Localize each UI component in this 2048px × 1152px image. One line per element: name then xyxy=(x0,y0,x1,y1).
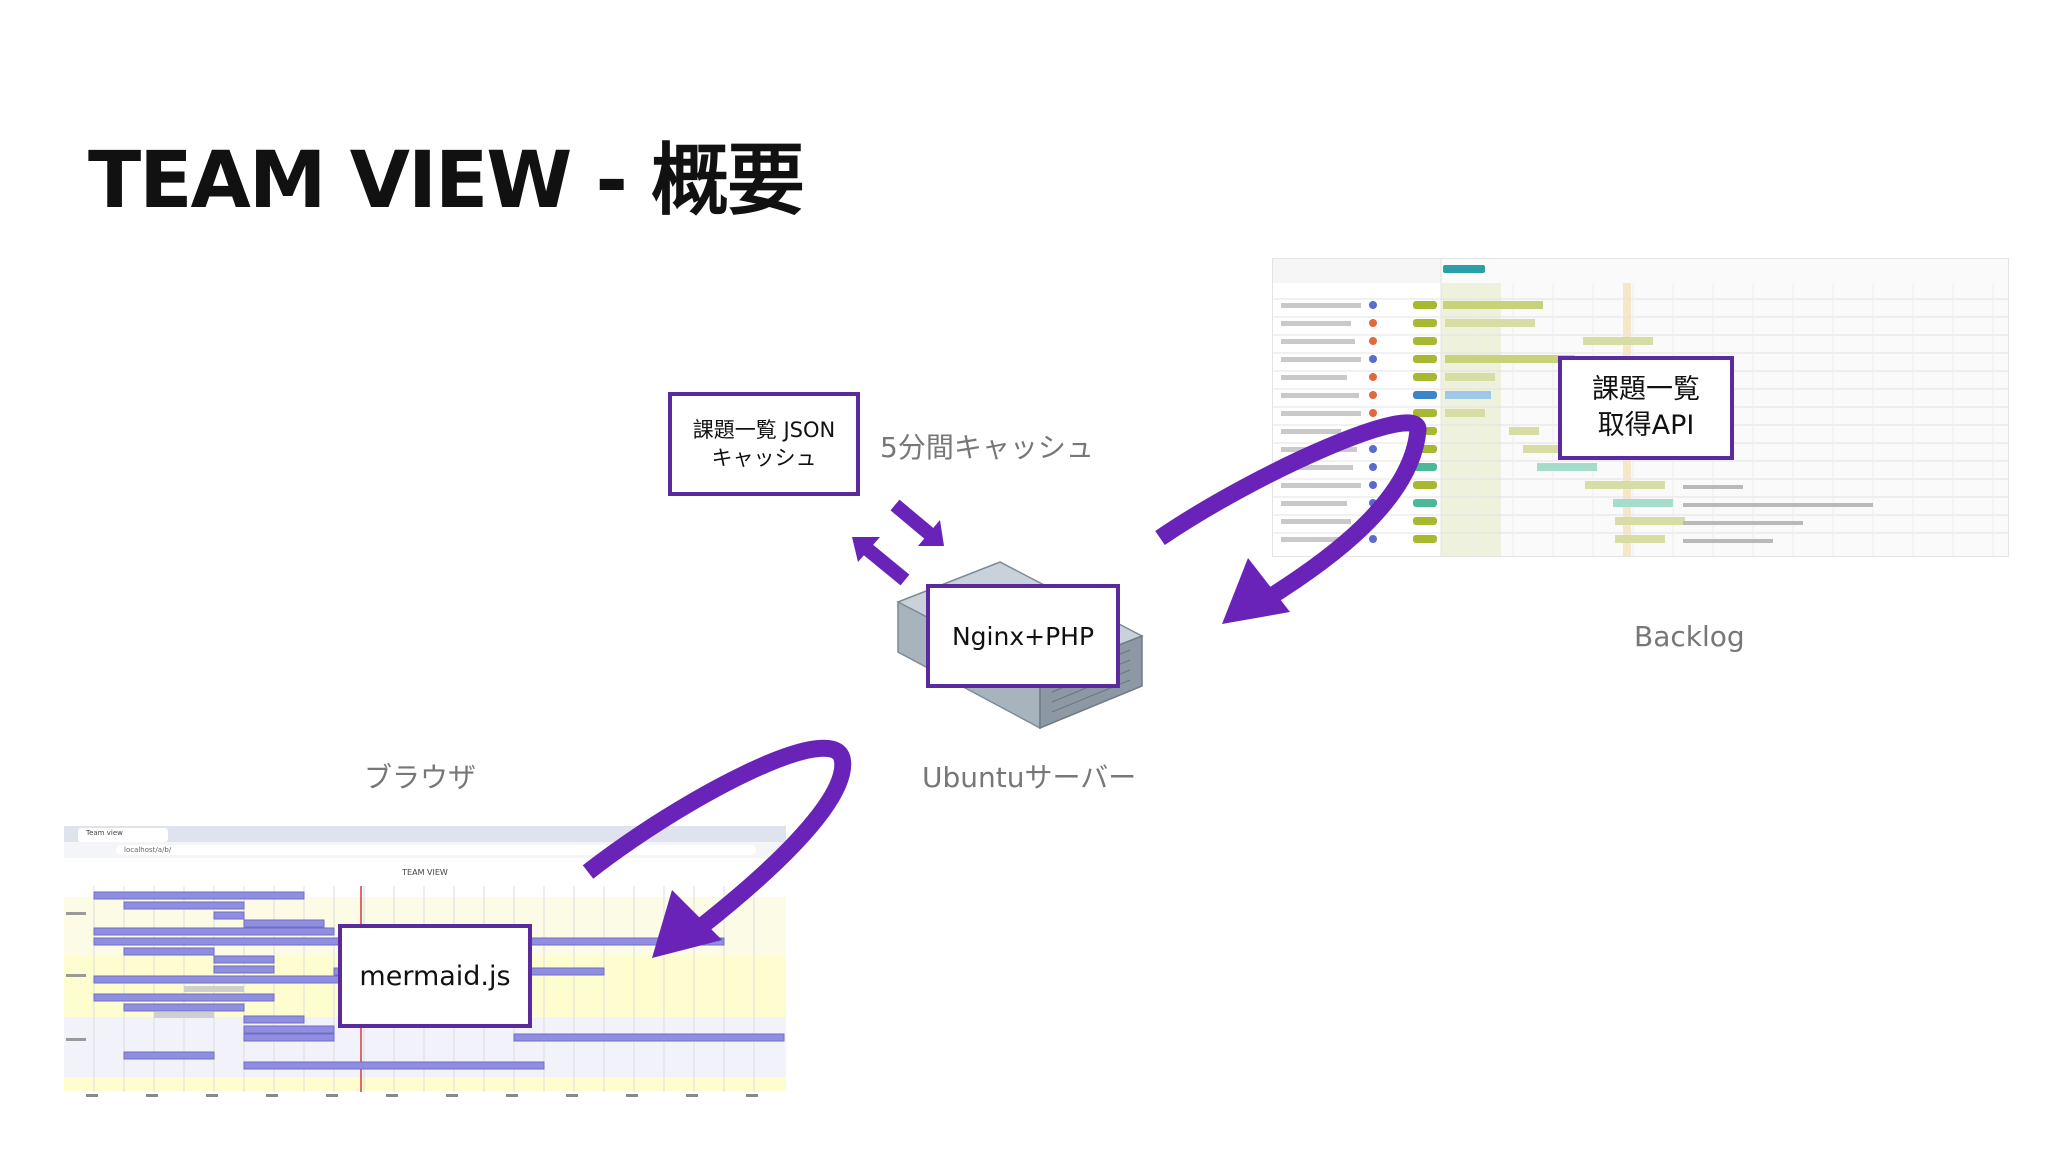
server-box-label: Nginx+PHP xyxy=(951,621,1095,651)
mermaid-box: mermaid.js xyxy=(338,924,532,1028)
api-box: 課題一覧 取得API xyxy=(1558,356,1734,460)
backlog-label: Backlog xyxy=(1634,620,1745,653)
browser-label: ブラウザ xyxy=(364,761,477,794)
cache-box-line2: キャッシュ xyxy=(711,446,817,470)
cache-box-line1: 課題一覧 JSON xyxy=(692,418,836,442)
server-to-mermaid-arrow xyxy=(582,739,852,958)
cache-box: 課題一覧 JSON キャッシュ xyxy=(668,392,860,496)
cache-label: 5分間キャッシュ xyxy=(880,431,1094,464)
server-box: Nginx+PHP xyxy=(926,584,1120,688)
api-box-line2: 取得API xyxy=(1597,410,1695,441)
cache-write-arrow xyxy=(890,499,944,546)
api-to-server-arrow xyxy=(1155,414,1427,624)
browser-tab-title: Team view xyxy=(86,829,123,837)
api-box-line1: 課題一覧 xyxy=(1592,374,1700,405)
browser-url: localhost/a/b/ xyxy=(124,846,172,854)
cache-read-arrow xyxy=(852,537,910,586)
server-label: Ubuntuサーバー xyxy=(922,761,1137,794)
page-title: TEAM VIEW - 概要 xyxy=(88,136,805,226)
browser-page-heading: TEAM VIEW xyxy=(402,868,448,877)
mermaid-box-label: mermaid.js xyxy=(359,960,511,992)
